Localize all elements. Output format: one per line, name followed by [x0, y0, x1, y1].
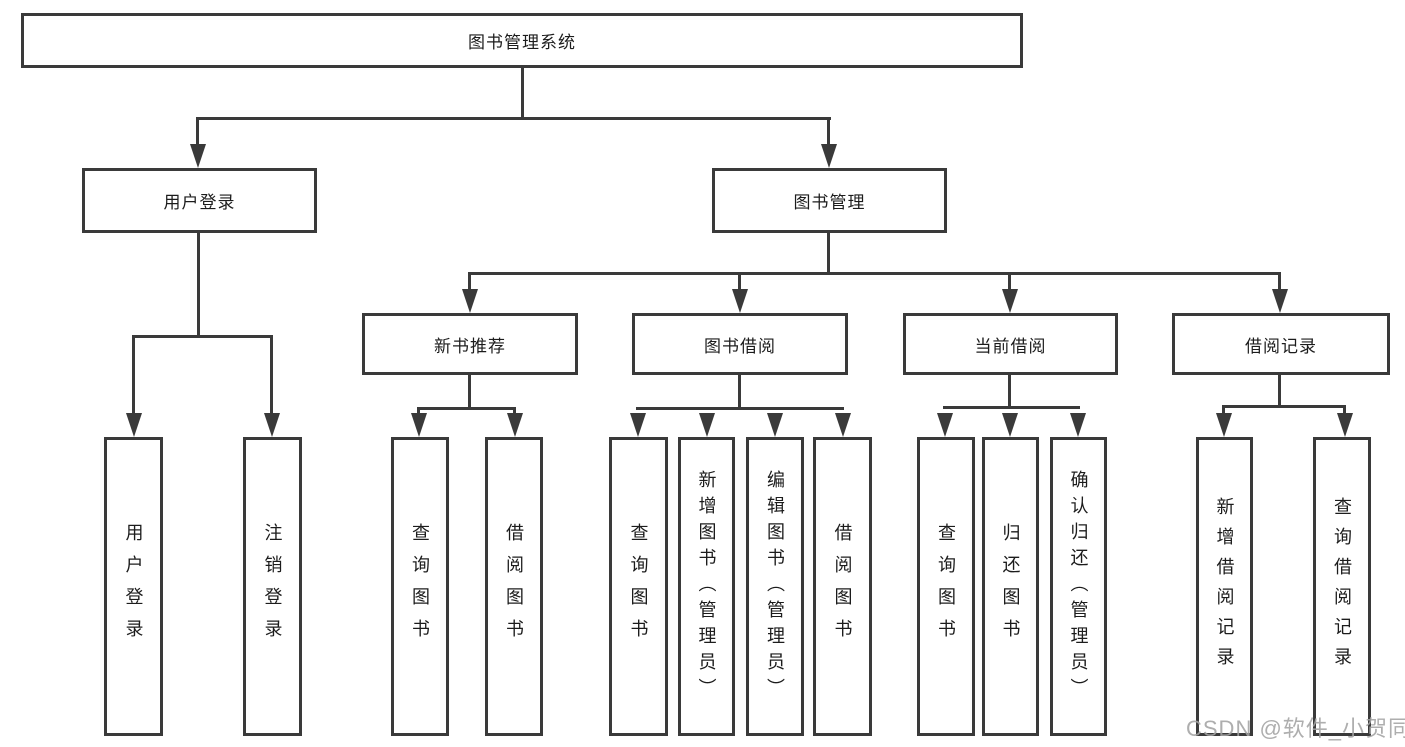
leaf-br-add-record: 新增借阅记录 [1196, 437, 1253, 736]
arrowhead-icon [821, 144, 837, 168]
leaf-user-login-label: 用户登录 [123, 522, 144, 651]
connector-line [1008, 375, 1011, 409]
node-new-book-recommend-label: 新书推荐 [434, 336, 506, 356]
connector-line [468, 272, 1281, 275]
leaf-logout: 注销登录 [243, 437, 302, 736]
node-book-management: 图书管理 [712, 168, 947, 233]
node-book-management-label: 图书管理 [793, 193, 866, 212]
leaf-bb-borrow-book-label: 借阅图书 [832, 522, 853, 651]
leaf-logout-label: 注销登录 [262, 522, 283, 651]
csdn-watermark: CSDN @软件_小贺同学 [1186, 716, 1405, 741]
node-system: 图书管理系统 [21, 13, 1023, 68]
leaf-br-query-record-label: 查询借阅记录 [1332, 496, 1352, 677]
node-borrow-records: 借阅记录 [1172, 313, 1390, 375]
connector-line [270, 335, 273, 415]
arrowhead-icon [264, 413, 280, 437]
arrowhead-icon [1216, 413, 1232, 437]
node-system-label: 图书管理系统 [468, 33, 576, 52]
leaf-cb-return-book: 归还图书 [982, 437, 1039, 736]
leaf-user-login: 用户登录 [104, 437, 163, 736]
connector-line [827, 117, 830, 146]
leaf-bb-query-book-label: 查询图书 [628, 522, 649, 651]
arrowhead-icon [767, 413, 783, 437]
node-book-borrow-label: 图书借阅 [704, 336, 776, 356]
connector-line [417, 407, 420, 415]
arrowhead-icon [1337, 413, 1353, 437]
connector-line [738, 375, 741, 410]
arrowhead-icon [190, 144, 206, 168]
connector-line [827, 233, 830, 274]
connector-line [197, 233, 200, 338]
connector-line [132, 335, 273, 338]
leaf-cb-return-book-label: 归还图书 [1000, 522, 1021, 651]
leaf-bb-edit-book-label: 编辑图书（管理员） [765, 469, 785, 704]
leaf-br-add-record-label: 新增借阅记录 [1214, 496, 1235, 677]
node-current-borrow-label: 当前借阅 [974, 336, 1047, 356]
arrowhead-icon [507, 413, 523, 437]
leaf-nb-query-book-label: 查询图书 [410, 522, 430, 651]
leaf-bb-add-book-label: 新增图书（管理员） [696, 469, 717, 704]
arrowhead-icon [699, 413, 715, 437]
arrowhead-icon [1002, 413, 1018, 437]
leaf-nb-borrow-book: 借阅图书 [485, 437, 543, 736]
leaf-nb-borrow-book-label: 借阅图书 [504, 522, 524, 651]
connector-line [1278, 272, 1281, 291]
arrowhead-icon [732, 289, 748, 313]
connector-line [468, 375, 471, 410]
arrowhead-icon [630, 413, 646, 437]
leaf-cb-query-book-label: 查询图书 [936, 522, 956, 651]
connector-line [1278, 375, 1281, 408]
node-book-borrow: 图书借阅 [632, 313, 848, 375]
connector-line [196, 117, 831, 120]
connector-line [196, 117, 199, 146]
arrowhead-icon [411, 413, 427, 437]
connector-line [513, 407, 516, 415]
arrowhead-icon [126, 413, 142, 437]
arrowhead-icon [1002, 289, 1018, 313]
connector-line [1222, 405, 1225, 414]
connector-line [521, 68, 524, 120]
connector-line [738, 272, 741, 291]
connector-line [943, 406, 1080, 409]
leaf-bb-edit-book: 编辑图书（管理员） [746, 437, 804, 736]
connector-line [1222, 405, 1346, 408]
arrowhead-icon [1272, 289, 1288, 313]
arrowhead-icon [462, 289, 478, 313]
leaf-nb-query-book: 查询图书 [391, 437, 449, 736]
arrowhead-icon [937, 413, 953, 437]
arrowhead-icon [1070, 413, 1086, 437]
connector-line [468, 272, 471, 291]
leaf-cb-query-book: 查询图书 [917, 437, 975, 736]
arrowhead-icon [835, 413, 851, 437]
leaf-cb-confirm-return: 确认归还（管理员） [1050, 437, 1107, 736]
leaf-bb-add-book: 新增图书（管理员） [678, 437, 735, 736]
node-borrow-records-label: 借阅记录 [1245, 336, 1317, 356]
node-current-borrow: 当前借阅 [903, 313, 1118, 375]
connector-line [132, 335, 135, 415]
leaf-bb-borrow-book: 借阅图书 [813, 437, 872, 736]
connector-line [417, 407, 516, 410]
node-user-login-label: 用户登录 [163, 193, 236, 212]
connector-line [636, 407, 844, 410]
leaf-bb-query-book: 查询图书 [609, 437, 668, 736]
node-new-book-recommend: 新书推荐 [362, 313, 578, 375]
leaf-br-query-record: 查询借阅记录 [1313, 437, 1371, 736]
connector-line [1008, 272, 1011, 291]
connector-line [1343, 405, 1346, 414]
leaf-cb-confirm-return-label: 确认归还（管理员） [1068, 469, 1089, 704]
node-user-login: 用户登录 [82, 168, 317, 233]
